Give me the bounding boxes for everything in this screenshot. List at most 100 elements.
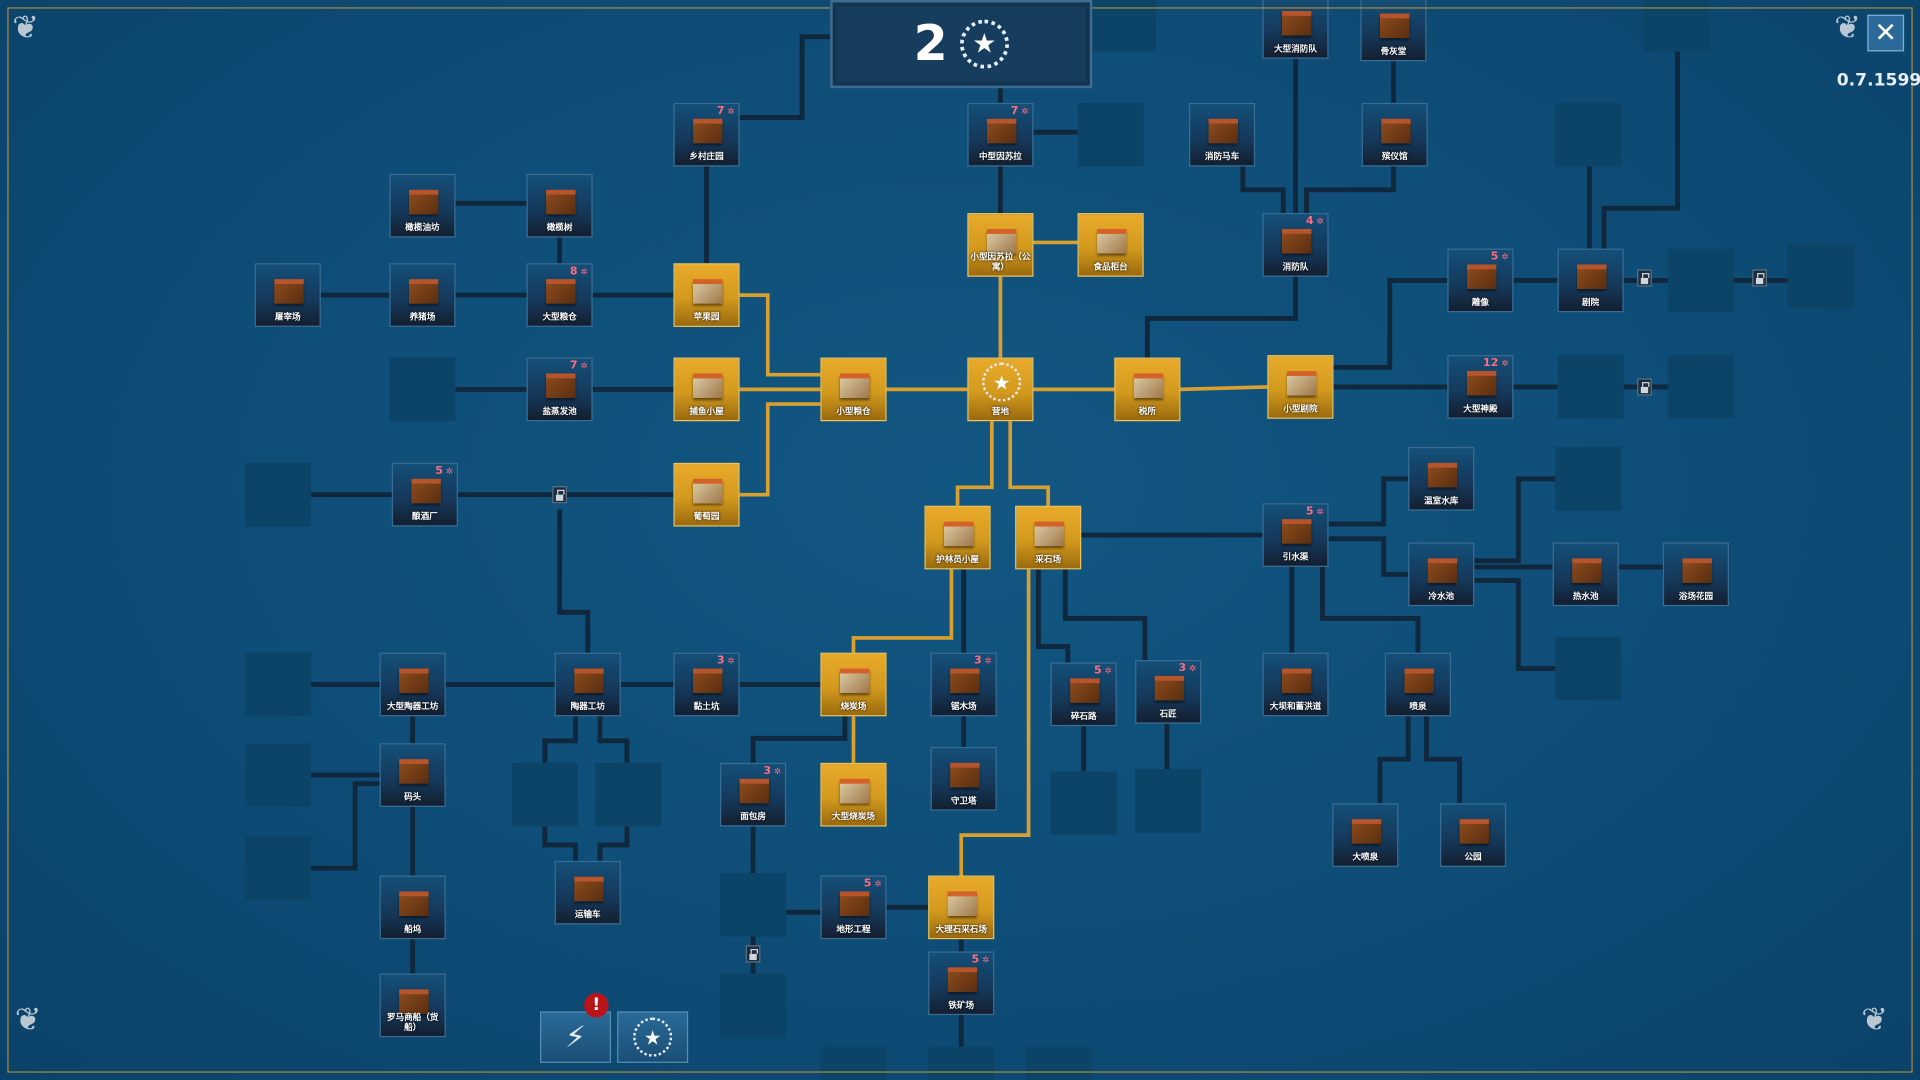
building-node-forester-hut[interactable]: 护林员小屋 <box>924 505 991 570</box>
building-icon <box>1097 228 1127 254</box>
building-node-olive-press[interactable]: 橄榄油坊 <box>389 173 456 238</box>
connector-line <box>1320 566 1421 653</box>
building-node-fountain[interactable]: 喷泉 <box>1384 652 1452 717</box>
building-node-park[interactable]: 公园 <box>1440 803 1507 867</box>
building-label: 运输车 <box>574 909 601 920</box>
building-node-dam[interactable]: 大坝和蓄洪道 <box>1262 652 1329 717</box>
building-node-shipyard[interactable]: 船坞 <box>379 875 446 940</box>
building-label: 小型剧院 <box>1283 404 1318 414</box>
building-label: 酿酒厂 <box>412 511 438 522</box>
building-node-large-pottery[interactable]: 大型陶器工坊 <box>379 652 446 717</box>
empty-slot <box>820 1046 887 1080</box>
empty-slot <box>244 462 312 527</box>
building-node-small-insula[interactable]: 小型因苏拉（公寓） <box>967 213 1034 277</box>
building-icon <box>950 668 980 694</box>
building-label: 热水池 <box>1572 591 1599 602</box>
building-icon <box>1380 13 1410 38</box>
building-node-marble-quarry[interactable]: 大理石采石场 <box>928 875 995 940</box>
version-label: 0.7.1599 <box>1836 71 1920 91</box>
building-node-dock[interactable]: 码头 <box>379 743 446 807</box>
building-label: 剧院 <box>1582 297 1600 308</box>
building-node-columbarium[interactable]: 骨灰堂 <box>1360 0 1427 62</box>
favor-cost: 5 <box>864 878 882 890</box>
close-icon: ✕ <box>1874 17 1898 49</box>
building-node-charcoal-kiln[interactable]: 烧炭场 <box>820 652 887 717</box>
building-label: 食品柜台 <box>1093 262 1128 272</box>
empty-slot <box>720 973 787 1038</box>
building-icon <box>411 478 441 504</box>
boost-button[interactable]: ⚡ <box>540 1011 612 1063</box>
building-icon <box>950 762 980 788</box>
empty-slot <box>1026 1046 1093 1080</box>
building-icon <box>739 778 769 804</box>
empty-slot <box>1555 102 1622 167</box>
building-node-caldarium[interactable]: 热水池 <box>1552 542 1619 607</box>
building-node-camp[interactable]: ★营地 <box>967 357 1034 422</box>
building-node-large-charcoal-kiln[interactable]: 大型烧炭场 <box>820 762 887 827</box>
building-node-fire-wagon[interactable]: 消防马车 <box>1188 102 1256 167</box>
close-button[interactable]: ✕ <box>1867 14 1905 52</box>
favor-cost: 5 <box>972 954 990 966</box>
empty-slot <box>1077 102 1144 167</box>
favor-button[interactable]: ★ <box>617 1011 689 1063</box>
building-icon <box>693 373 723 398</box>
building-node-frigidarium[interactable]: 冷水池 <box>1408 542 1475 607</box>
building-node-fishing-hut[interactable]: 捕鱼小屋 <box>673 357 740 422</box>
building-node-bath-garden[interactable]: 浴场花园 <box>1662 542 1729 607</box>
building-label: 小型粮仓 <box>836 406 871 417</box>
building-node-cart[interactable]: 运输车 <box>554 860 621 925</box>
building-node-large-fire-brigade[interactable]: 大型消防队 <box>1262 0 1329 59</box>
building-label: 雕像 <box>1471 297 1489 308</box>
connector-line-unlocked <box>851 569 954 653</box>
connector-line <box>1424 716 1463 804</box>
building-label: 消防马车 <box>1204 151 1240 162</box>
building-icon <box>1282 519 1312 544</box>
building-icon <box>840 373 870 398</box>
lock-icon <box>552 486 567 504</box>
building-node-funeral-home[interactable]: 殡仪馆 <box>1361 102 1428 167</box>
building-node-butcher[interactable]: 屠宰场 <box>254 263 321 327</box>
building-node-quarry[interactable]: 采石场 <box>1015 505 1082 570</box>
level-header: 2 ★ <box>830 0 1093 89</box>
building-node-pig-farm[interactable]: 养猪场 <box>389 263 456 327</box>
building-icon <box>274 279 304 304</box>
building-node-olive-grove[interactable]: 橄榄树 <box>526 173 593 238</box>
connector-line-unlocked <box>955 421 994 506</box>
building-node-pottery[interactable]: 陶器工坊 <box>554 652 621 717</box>
building-node-theater[interactable]: 剧院 <box>1557 248 1624 313</box>
building-node-orchard[interactable]: 苹果园 <box>673 263 740 327</box>
building-icon <box>1034 521 1065 547</box>
building-label: 大坝和蓄洪道 <box>1269 701 1322 712</box>
building-label: 盐蒸发池 <box>542 406 577 417</box>
building-node-watchtower[interactable]: 守卫塔 <box>930 746 997 811</box>
building-node-small-theater[interactable]: 小型剧院 <box>1267 355 1334 419</box>
building-node-food-stall[interactable]: 食品柜台 <box>1077 213 1144 277</box>
building-node-small-granary[interactable]: 小型粮仓 <box>820 357 887 422</box>
building-label: 小型因苏拉（公寓） <box>970 252 1031 272</box>
connector-line <box>1333 277 1448 370</box>
empty-slot <box>1667 248 1734 313</box>
building-node-large-fountain[interactable]: 大喷泉 <box>1332 803 1399 867</box>
building-node-reservoir[interactable]: 温室水库 <box>1408 446 1475 511</box>
building-label: 大型粮仓 <box>542 312 577 323</box>
building-node-vineyard[interactable]: 葡萄园 <box>673 462 740 527</box>
building-label: 税所 <box>1138 406 1156 417</box>
building-node-merchant-ship[interactable]: 罗马商船（货船） <box>379 973 446 1038</box>
building-node-tax-office[interactable]: 税所 <box>1114 357 1181 422</box>
